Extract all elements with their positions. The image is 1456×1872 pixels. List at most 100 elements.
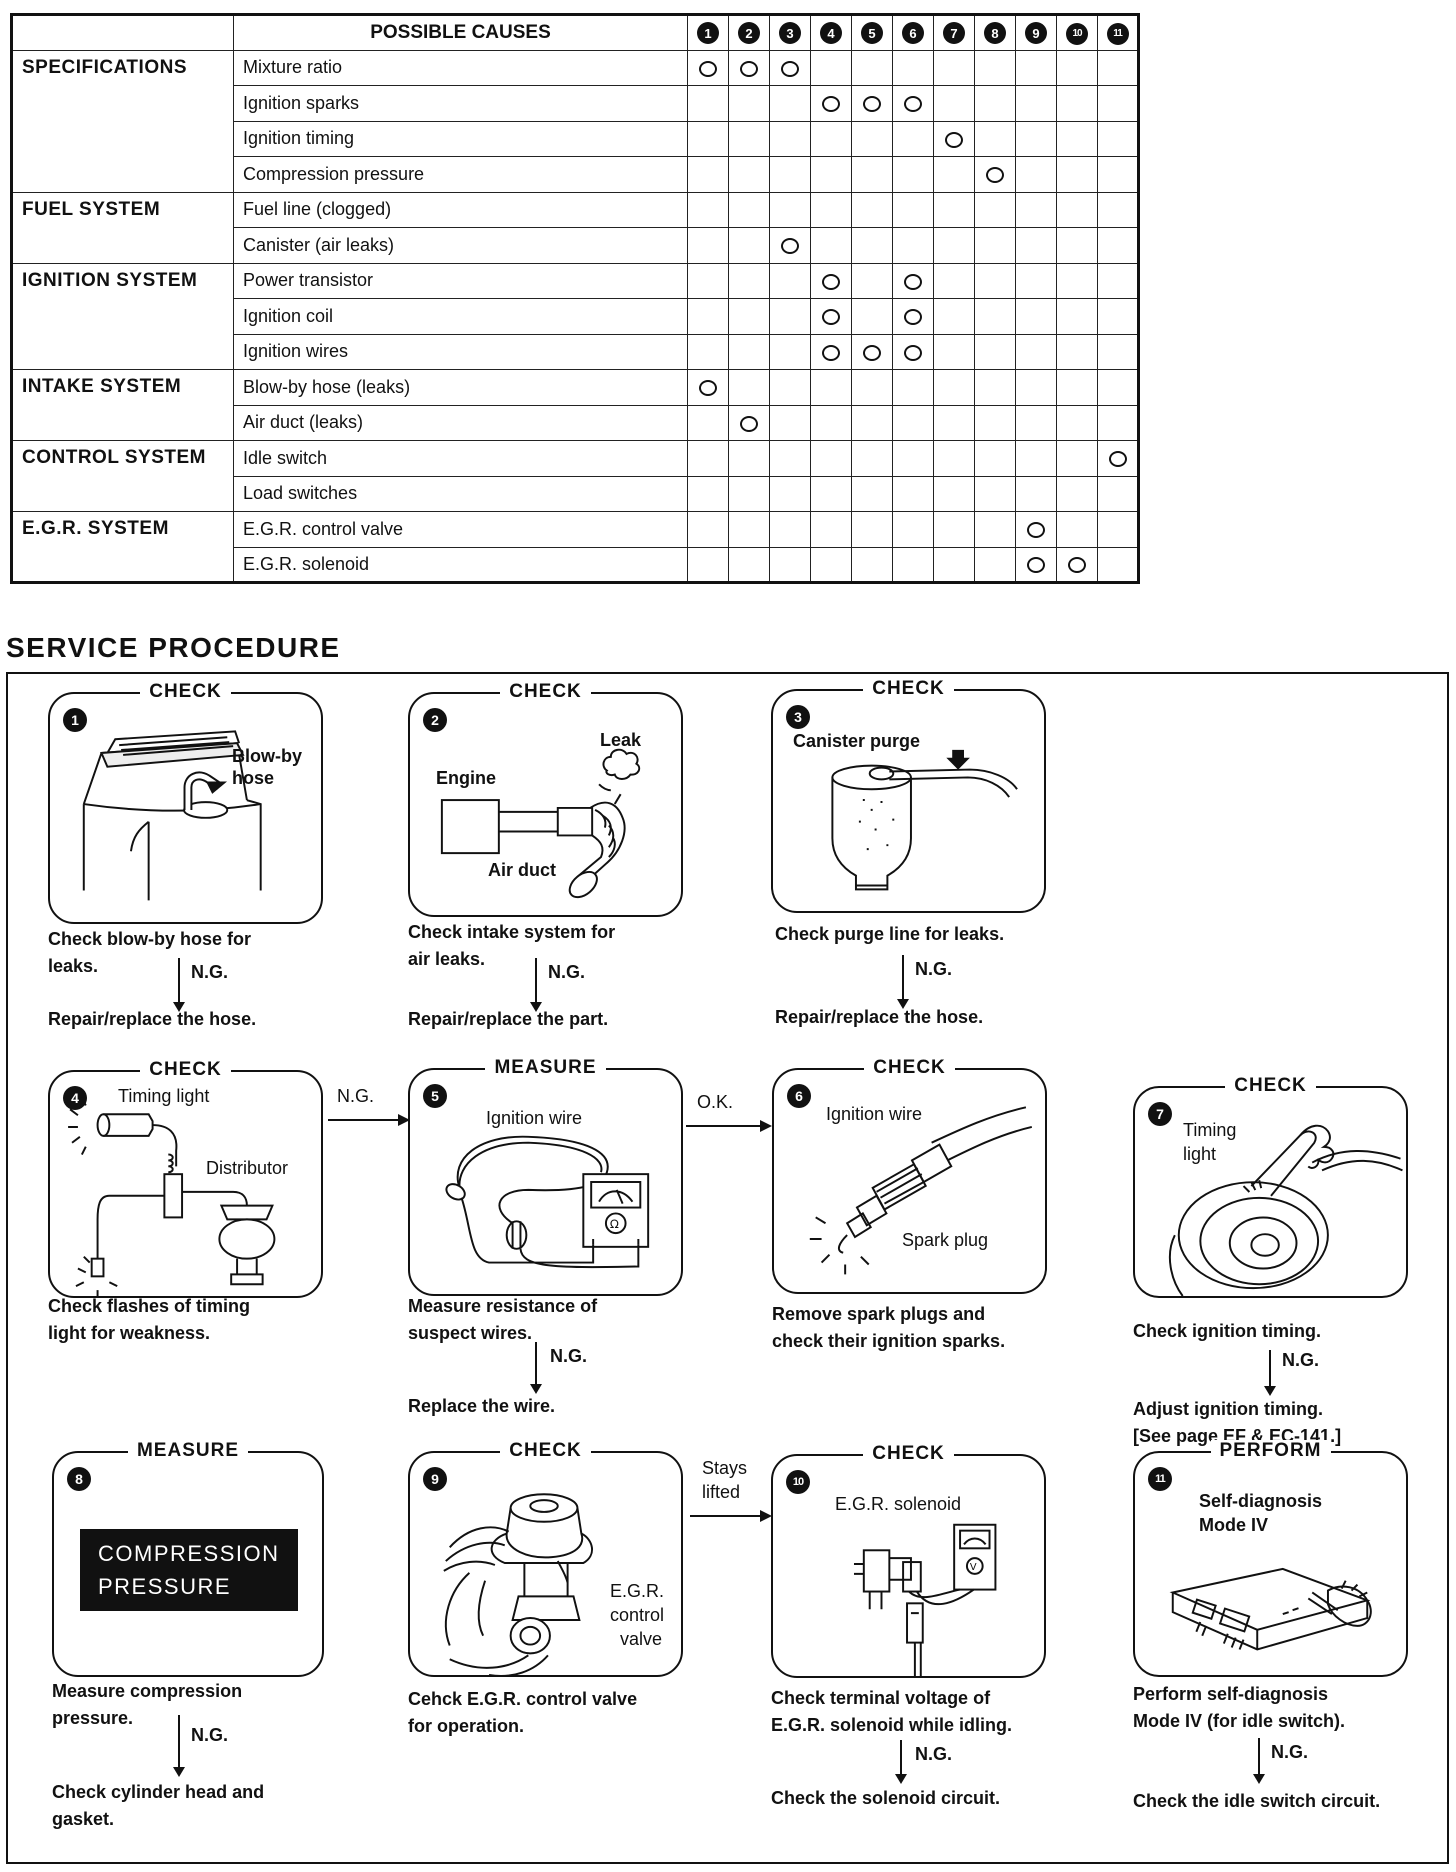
matrix-cell	[1015, 546, 1057, 583]
system-group-label: IGNITION SYSTEM	[11, 262, 234, 370]
matrix-cell	[933, 85, 975, 122]
matrix-cell	[1015, 49, 1057, 86]
air-duct-label: Air duct	[488, 860, 557, 880]
step-11-ng-label: N.G.	[1271, 1742, 1309, 1762]
matrix-cell	[1015, 298, 1057, 335]
applicable-mark-icon	[1027, 522, 1045, 538]
matrix-cell	[769, 440, 811, 477]
matrix-cell	[1056, 120, 1098, 157]
system-group-label: INTAKE SYSTEM	[11, 369, 234, 441]
matrix-cell	[810, 369, 852, 406]
svg-text:Ω: Ω	[610, 1217, 619, 1231]
matrix-cell	[1097, 156, 1139, 193]
mode-iv-label: Mode IV	[1199, 1515, 1269, 1535]
step-4-ng-label: N.G.	[337, 1086, 375, 1106]
air-duct-illustration	[440, 748, 641, 899]
matrix-cell	[933, 546, 975, 583]
matrix-cell	[974, 333, 1016, 370]
spark-plug-label: Spark plug	[902, 1230, 989, 1250]
matrix-cell	[851, 404, 893, 441]
applicable-mark-icon	[945, 131, 963, 148]
matrix-cell	[851, 333, 893, 370]
matrix-cell	[974, 120, 1016, 157]
table-row: Ignition timing	[12, 120, 1139, 157]
step-7-number: 7	[1148, 1102, 1172, 1126]
cause-label: Ignition timing	[233, 120, 688, 157]
cause-label: E.G.R. solenoid	[233, 546, 688, 583]
applicable-mark-icon	[1068, 557, 1086, 573]
step-1-ng-label: N.G.	[191, 962, 229, 982]
step-3-result: Repair/replace the hose.	[775, 1007, 984, 1027]
matrix-cell	[769, 333, 811, 370]
step-2-ng-label: N.G.	[548, 962, 586, 982]
matrix-cell	[892, 156, 934, 193]
matrix-cell	[1015, 85, 1057, 122]
distributor-label: Distributor	[206, 1158, 289, 1178]
matrix-cell	[687, 191, 729, 228]
matrix-cell	[933, 333, 975, 370]
matrix-cell	[687, 440, 729, 477]
step-1-number: 1	[63, 708, 87, 732]
applicable-mark-icon	[904, 309, 922, 325]
matrix-cell	[974, 85, 1016, 122]
step-number-badge: 7	[943, 22, 965, 44]
step-9-number: 9	[423, 1467, 447, 1491]
matrix-cell	[810, 546, 852, 583]
step-5-down-arrow	[530, 1342, 542, 1394]
spark-plug-illustration	[809, 1106, 1033, 1275]
matrix-cell	[933, 120, 975, 157]
matrix-cell	[974, 298, 1016, 335]
matrix-cell	[810, 511, 852, 548]
matrix-cell	[974, 49, 1016, 86]
matrix-cell	[892, 191, 934, 228]
step-number-badge: 2	[738, 22, 760, 44]
matrix-cell	[810, 440, 852, 477]
step-10-down-arrow	[895, 1740, 907, 1784]
matrix-cell	[1015, 156, 1057, 193]
cause-label: Idle switch	[233, 440, 688, 477]
matrix-cell	[933, 475, 975, 512]
matrix-cell	[974, 227, 1016, 264]
matrix-cell	[1056, 404, 1098, 441]
matrix-cell	[687, 475, 729, 512]
matrix-column-header-6: 6	[892, 14, 934, 51]
matrix-cell	[933, 298, 975, 335]
leak-label: Leak	[600, 730, 642, 750]
step-number-badge: 1	[697, 22, 719, 44]
applicable-mark-icon	[740, 415, 758, 432]
matrix-cell	[810, 85, 852, 122]
cause-label: E.G.R. control valve	[233, 511, 688, 548]
matrix-cell	[687, 511, 729, 548]
step-11-panel: PERFORM 11 Self-diagnosis Mode IV	[1133, 1440, 1408, 1677]
matrix-cell	[974, 546, 1016, 583]
matrix-column-header-5: 5	[851, 14, 893, 51]
service-procedure-frame	[6, 672, 1449, 1864]
matrix-cell	[728, 262, 770, 299]
matrix-cell	[1056, 227, 1098, 264]
matrix-cell	[851, 262, 893, 299]
matrix-cell	[769, 85, 811, 122]
applicable-mark-icon	[904, 96, 922, 112]
matrix-cell	[1097, 191, 1139, 228]
matrix-cell	[1097, 120, 1139, 157]
matrix-cell	[933, 511, 975, 548]
matrix-corner-cell	[11, 14, 234, 51]
system-group-label: E.G.R. SYSTEM	[11, 511, 234, 583]
stays-lifted-arrow-9-to-10	[690, 1506, 772, 1526]
matrix-cell	[933, 369, 975, 406]
step-3-description: Check purge line for leaks.	[775, 924, 1005, 944]
matrix-cell	[1097, 49, 1139, 86]
step-5-ok-label: O.K.	[697, 1092, 734, 1112]
matrix-cell	[769, 404, 811, 441]
matrix-cell	[1015, 191, 1057, 228]
timing-label-7a: Timing	[1183, 1120, 1237, 1140]
matrix-cell	[769, 511, 811, 548]
matrix-cell	[687, 49, 729, 86]
step-7-ng-label: N.G.	[1282, 1350, 1320, 1370]
